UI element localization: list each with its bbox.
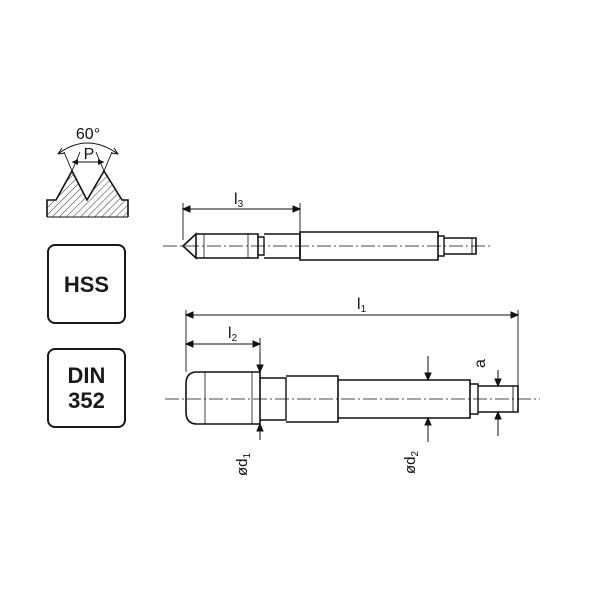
dim-l3-label: l3 bbox=[234, 191, 244, 210]
thread-profile: 60° P bbox=[46, 126, 129, 218]
material-badge-text: HSS bbox=[63, 271, 110, 297]
dim-d1-label: ød1 bbox=[234, 452, 253, 476]
dim-l2-label: l2 bbox=[228, 325, 238, 344]
dim-a-label: a bbox=[472, 359, 489, 368]
standard-badge-line2: 352 bbox=[68, 388, 105, 413]
dim-l1-label: l1 bbox=[357, 296, 367, 315]
standard-badge-line1: DIN bbox=[67, 363, 106, 388]
taper-tap-drawing bbox=[163, 203, 490, 261]
material-badge: HSS bbox=[47, 244, 126, 324]
thread-pitch-label: P bbox=[84, 146, 95, 163]
thread-angle-label: 60° bbox=[76, 126, 100, 143]
straight-tap-drawing bbox=[165, 310, 540, 442]
standard-badge: DIN 352 bbox=[47, 348, 126, 428]
dim-d2-label: ød2 bbox=[402, 450, 421, 474]
